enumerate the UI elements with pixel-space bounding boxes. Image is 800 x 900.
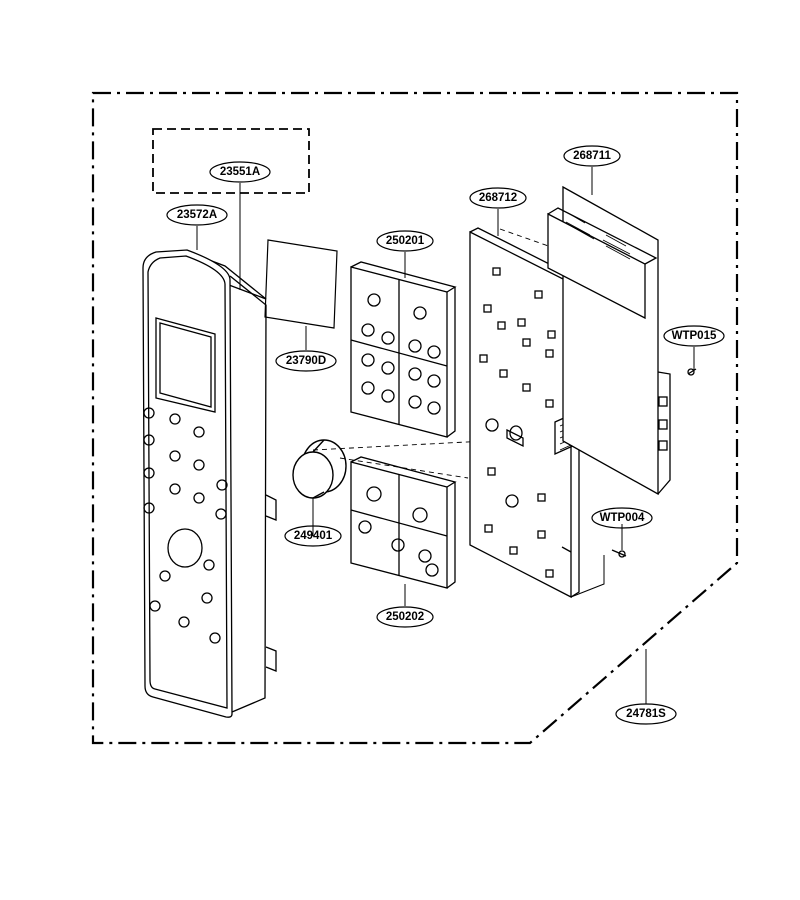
assembly-boundary [91,91,739,745]
optional-part-box [152,128,310,194]
svg-text:250201: 250201 [386,235,425,247]
svg-text:24781S: 24781S [626,708,666,720]
button-pad-lower [350,456,457,589]
pcb-main [469,227,659,599]
callout-23790D: 23790D [275,350,337,372]
knob-part [292,439,347,499]
callout-WTP004: WTP004 [591,507,653,529]
svg-text:268712: 268712 [479,192,517,204]
callout-249401: 249401 [284,525,342,547]
svg-text:268711: 268711 [573,150,611,162]
assembly-guide-line [312,439,506,479]
callout-250202: 250202 [376,606,434,628]
window-film-part [264,239,338,329]
callout-250201: 250201 [376,230,434,252]
callout-23572A: 23572A [166,204,228,226]
callout-268712: 268712 [469,187,527,209]
callout-268711: 268711 [563,145,621,167]
callout-24781S: 24781S [615,703,677,725]
svg-text:WTP015: WTP015 [672,330,717,342]
svg-text:23551A: 23551A [220,166,260,178]
display-board [547,185,697,496]
callout-WTP015: WTP015 [663,325,725,347]
callout-23551A: 23551A [209,161,271,183]
svg-text:23790D: 23790D [286,355,326,367]
control-panel-frame [142,249,277,718]
button-pad-upper [350,261,457,438]
svg-text:WTP004: WTP004 [600,512,645,524]
svg-text:250202: 250202 [386,611,424,623]
svg-text:249401: 249401 [294,530,333,542]
svg-text:23572A: 23572A [177,209,217,221]
